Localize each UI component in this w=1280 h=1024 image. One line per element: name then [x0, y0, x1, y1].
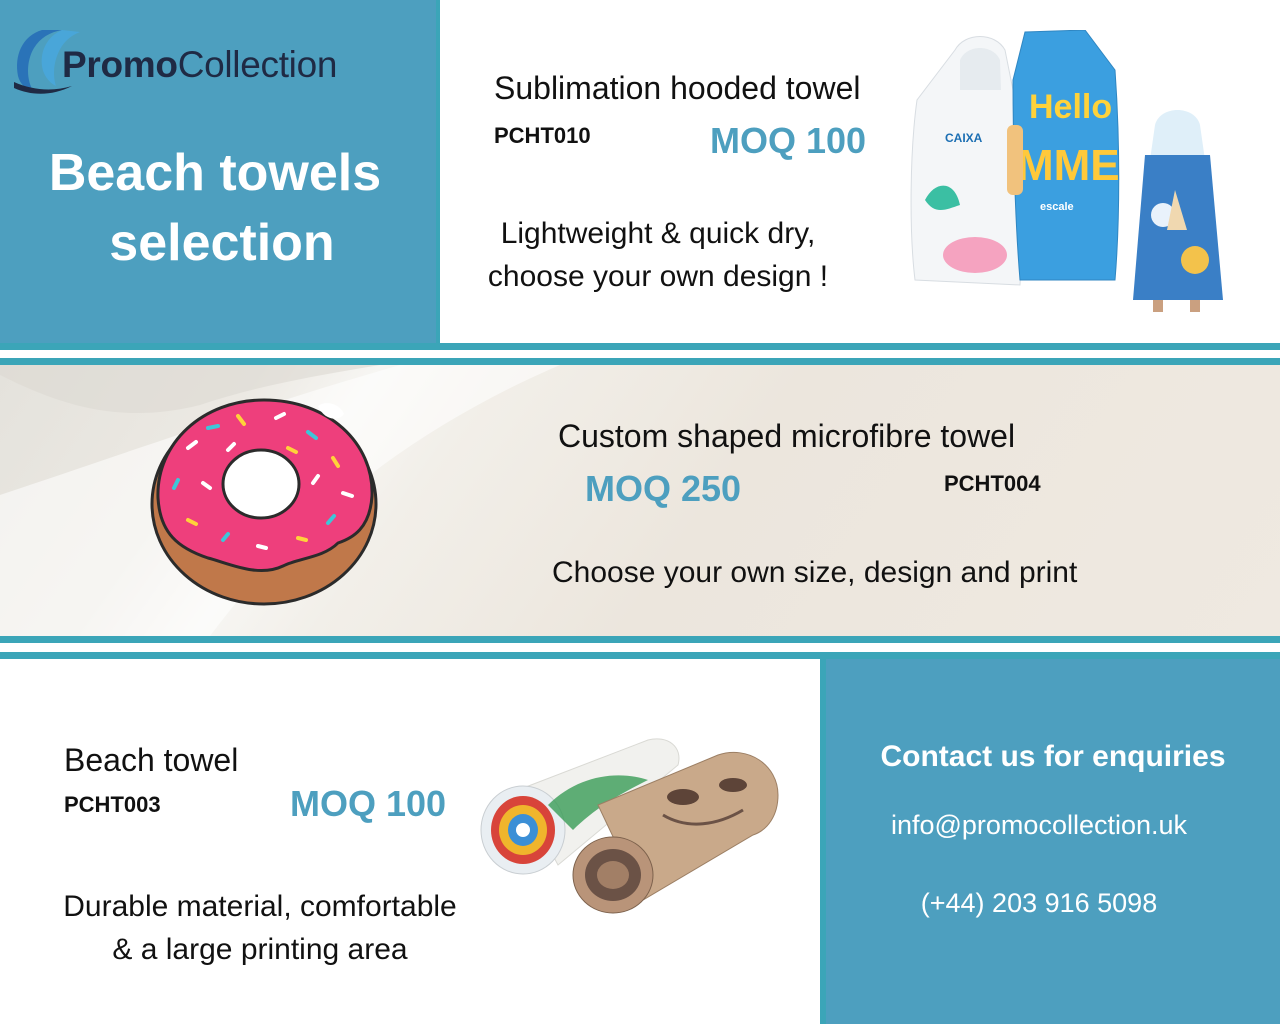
product-name: Sublimation hooded towel [494, 70, 861, 106]
product-description: Durable material, comfortable & a large … [30, 885, 490, 971]
divider-line [0, 343, 1280, 350]
product-moq: MOQ 250 [585, 468, 742, 509]
contact-title: Contact us for enquiries [880, 740, 1226, 773]
hood-text-caixa: CAIXA [945, 131, 983, 145]
product-description-line1: Lightweight & quick dry, [500, 217, 816, 250]
product-description: Lightweight & quick dry, choose your own… [458, 212, 858, 298]
product-description-line2: & a large printing area [112, 933, 408, 966]
contact-panel-edge [820, 659, 826, 1024]
contact-phone-link[interactable]: (+44) 203 916 5098 [920, 888, 1158, 918]
product-name: Custom shaped microfibre towel [558, 418, 1016, 454]
product-description: Choose your own size, design and print [552, 556, 1078, 589]
brand-name: PromoCollection [62, 44, 337, 86]
page-title-line1: Beach towels [48, 144, 382, 202]
product-name: Beach towel [64, 742, 239, 778]
hood-text-hello: Hello [1029, 88, 1112, 126]
product-moq: MOQ 100 [290, 783, 447, 824]
product-description-line1: Durable material, comfortable [63, 890, 457, 923]
divider-line [0, 636, 1280, 643]
product-moq: MOQ 100 [710, 120, 867, 161]
product-code: PCHT003 [64, 792, 161, 817]
brand-name-bold: Promo [62, 44, 178, 85]
product-code: PCHT004 [944, 471, 1041, 496]
product-code: PCHT010 [494, 123, 591, 148]
header-panel [0, 0, 436, 343]
donut-towel-image [150, 398, 378, 606]
contact-panel [820, 659, 1280, 1024]
divider-line [0, 358, 1280, 365]
hood-text-escale: escale [1040, 201, 1074, 213]
hooded-towel-image: CAIXA Hello MME escale [910, 30, 1223, 312]
page-title-line2: selection [109, 214, 335, 272]
header-panel-edge [436, 0, 440, 343]
product-description-line2: choose your own design ! [487, 260, 829, 293]
divider-line [0, 652, 1280, 659]
hood-text-mme: MME [1017, 141, 1120, 190]
brand-name-regular: Collection [177, 44, 338, 85]
contact-email-link[interactable]: info@promocollection.uk [890, 810, 1188, 840]
promocollection-logo-icon [14, 30, 80, 94]
page-title: Beach towels selection [0, 138, 436, 278]
rolled-beach-towel-image [480, 738, 779, 914]
